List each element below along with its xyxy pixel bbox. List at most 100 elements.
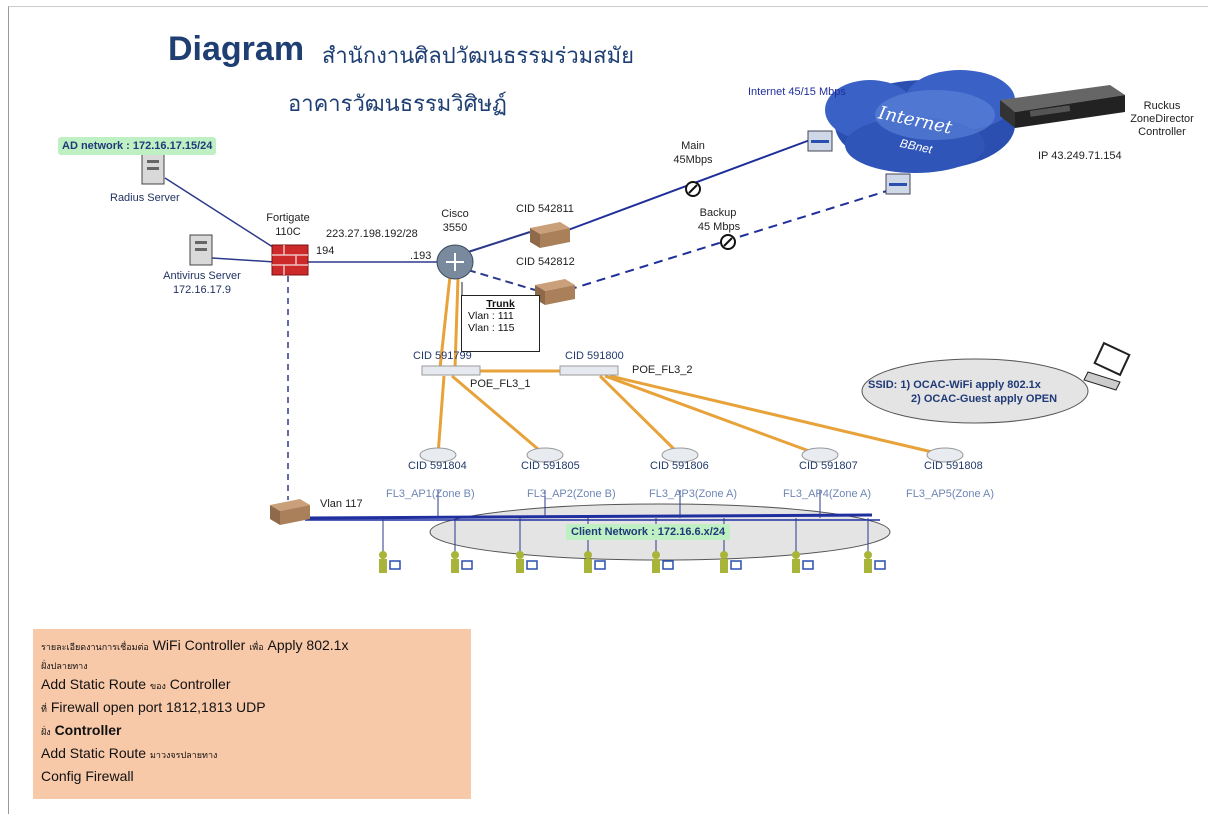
ap3-name: FL3_AP3(Zone A) xyxy=(649,488,738,500)
ap5-name: FL3_AP5(Zone A) xyxy=(906,488,995,500)
radius-server-icon xyxy=(141,153,165,185)
fortigate-name: Fortigate xyxy=(266,212,310,224)
vlan117-switch-icon xyxy=(270,499,310,525)
notes-l3-small: ของ xyxy=(149,681,166,691)
antivirus-server-icon xyxy=(189,234,213,266)
backup-link-speed: 45 Mbps xyxy=(697,221,741,233)
poe-switch-2-icon xyxy=(559,365,619,376)
wan-subnet-label: 223.27.198.192/28 xyxy=(326,228,418,240)
notes-l3-b: Controller xyxy=(169,676,231,692)
notes-l1-small2: เพื่อ xyxy=(249,642,264,652)
ap4-cid: CID 591807 xyxy=(799,460,858,472)
ap4-name: FL3_AP4(Zone A) xyxy=(783,488,872,500)
trunk-vlan-1: Vlan : 111 xyxy=(468,310,514,322)
notes-l3-a: Add Static Route xyxy=(41,676,147,692)
notes-line-5: ฝั่ง Controller xyxy=(41,720,463,743)
notes-l5-small: ฝั่ง xyxy=(41,727,51,737)
notes-l1-small: รายละเอียดงานการเชื่อมต่อ xyxy=(41,642,149,652)
trunk-vlan-2: Vlan : 115 xyxy=(468,322,515,334)
ad-network-label: AD network : 172.16.17.15/24 xyxy=(58,137,217,155)
poe-sw2-ap5 xyxy=(609,374,946,457)
fortigate-ip-label: 194 xyxy=(316,245,335,257)
notes-l4-small: ที่ xyxy=(41,704,47,714)
cisco-model: 3550 xyxy=(442,222,468,234)
ap1-name: FL3_AP1(Zone B) xyxy=(386,488,475,500)
ap1-cid: CID 591804 xyxy=(408,460,467,472)
link-cisco-cid542812 xyxy=(467,269,536,291)
cid-591800-label: CID 591800 xyxy=(565,350,624,362)
cisco-ip-label: .193 xyxy=(410,250,432,262)
ruckus-controller-icon xyxy=(1000,85,1125,128)
notes-l4: Firewall open port 1812,1813 UDP xyxy=(50,699,266,715)
notes-l1-big: WiFi Controller xyxy=(152,637,246,653)
notes-line-4: ที่ Firewall open port 1812,1813 UDP xyxy=(41,697,463,720)
cisco-router-icon xyxy=(436,244,474,280)
page-subtitle-org: สำนักงานศิลปวัฒนธรรมร่วมสมัย xyxy=(322,43,635,68)
notes-line-1: รายละเอียดงานการเชื่อมต่อ WiFi Controlle… xyxy=(41,635,463,658)
poe-sw2-ap4 xyxy=(604,374,821,457)
internet-cloud-icon xyxy=(825,70,1015,173)
ap3-cid: CID 591806 xyxy=(650,460,709,472)
ap2-icon xyxy=(526,447,564,463)
cid-542811-label: CID 542811 xyxy=(516,203,574,215)
ssid-ellipse xyxy=(861,358,1089,424)
client-network-label: Client Network : 172.16.6.x/24 xyxy=(566,524,731,540)
poe-fl3-2-label: POE_FL3_2 xyxy=(632,364,693,376)
backup-link-indicator-icon xyxy=(720,234,736,250)
diagram-frame xyxy=(8,6,1208,814)
ssid-line-1: SSID: 1) OCAC-WiFi apply 802.1x xyxy=(868,379,1041,391)
notes-l6-small: มาวงจรปลายทาง xyxy=(149,750,218,760)
ap1-icon xyxy=(419,447,457,463)
ap4-icon xyxy=(801,447,839,463)
link-antivirus-fortigate xyxy=(211,257,276,263)
radius-server-label: Radius Server xyxy=(110,192,180,204)
main-link-indicator-icon xyxy=(685,181,701,197)
cid-591799-label: CID 591799 xyxy=(413,350,472,362)
poe-switch-1-icon xyxy=(421,365,481,376)
ap5-cid: CID 591808 xyxy=(924,460,983,472)
ruckus-ip-label: IP 43.249.71.154 xyxy=(1038,150,1122,162)
client-user-icons xyxy=(379,551,886,573)
poe-sw1-ap2 xyxy=(451,374,546,457)
antivirus-server-ip: 172.16.17.9 xyxy=(172,284,232,296)
page-subtitle-building: อาคารวัฒนธรรมวิศิษฏ์ xyxy=(288,91,507,116)
notes-line-3: Add Static Route ของ Controller xyxy=(41,674,463,697)
internet-speed-label: Internet 45/15 Mbps xyxy=(748,86,846,98)
poe-cisco-sw1 xyxy=(438,275,452,369)
modem-backup-icon xyxy=(885,173,911,195)
ruckus-label-3: Controller xyxy=(1138,126,1186,138)
ssid-line-2: 2) OCAC-Guest apply OPEN xyxy=(911,393,1058,405)
vlan117-label: Vlan 117 xyxy=(320,498,363,510)
ap5-icon xyxy=(926,447,964,463)
notes-l1-big2: Apply 802.1x xyxy=(267,637,349,653)
ap2-name: FL3_AP2(Zone B) xyxy=(527,488,616,500)
cid-542811-device-icon xyxy=(530,222,570,248)
fortigate-firewall-icon xyxy=(271,244,309,276)
ssid-info: SSID: 1) OCAC-WiFi apply 802.1x 2) OCAC-… xyxy=(868,378,1057,406)
ruckus-label-1: Ruckus xyxy=(1143,100,1181,112)
main-link-speed: 45Mbps xyxy=(673,154,713,166)
poe-sw2-ap3 xyxy=(598,374,682,457)
trunk-box: Trunk Vlan : 111 Vlan : 115 xyxy=(461,295,540,352)
cid-542812-label: CID 542812 xyxy=(516,256,575,268)
fortigate-model: 110C xyxy=(275,226,301,238)
laptop-icon xyxy=(1083,341,1131,391)
notes-line-7: Config Firewall xyxy=(41,768,134,784)
ruckus-label-2: ZoneDirector xyxy=(1130,113,1194,125)
notes-line-6: Add Static Route มาวงจรปลายทาง xyxy=(41,743,463,766)
notes-line-2: ฝั่งปลายทาง xyxy=(41,661,88,671)
ap2-cid: CID 591805 xyxy=(521,460,580,472)
antivirus-server-label: Antivirus Server xyxy=(163,270,241,282)
modem-main-icon xyxy=(807,130,833,152)
notes-l6-a: Add Static Route xyxy=(41,745,147,761)
backup-link-label: Backup xyxy=(699,207,737,219)
cid-542812-device-icon xyxy=(535,279,575,305)
page-title: Diagram xyxy=(168,30,305,68)
notes-box: รายละเอียดงานการเชื่อมต่อ WiFi Controlle… xyxy=(33,629,471,799)
cloud-isp-label: BBnet xyxy=(899,136,935,157)
link-cisco-cid542811 xyxy=(467,231,531,253)
cisco-name: Cisco xyxy=(441,208,469,220)
poe-cisco-sw1-b xyxy=(453,277,460,369)
trunk-title: Trunk xyxy=(486,298,515,310)
